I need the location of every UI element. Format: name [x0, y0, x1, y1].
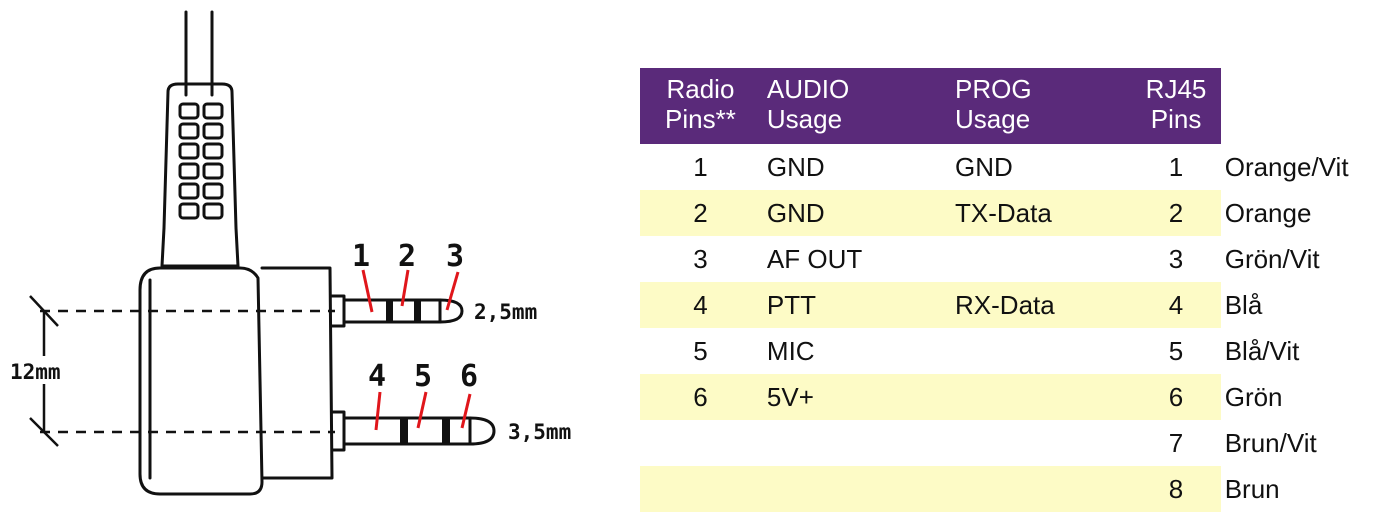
cable [184, 10, 214, 97]
cell-radio-pin: 1 [693, 152, 708, 182]
table-row: 1 GND GND 1 Orange/Vit [640, 144, 1384, 190]
cell-audio-usage [761, 420, 949, 466]
cell-wire-color: Blå [1224, 290, 1263, 320]
cell-rj45-pin: 3 [1168, 244, 1184, 274]
spacing-label: 12mm [10, 360, 61, 384]
cell-prog-usage [949, 236, 1131, 282]
table-row: 2 GND TX-Data 2 Orange [640, 190, 1384, 236]
cell-radio-pin: 6 [640, 374, 761, 420]
cell-audio-usage: GND [760, 190, 950, 236]
cell-rj45-pin: 2 [1131, 190, 1221, 236]
pin-number: 6 [460, 359, 478, 394]
table-row: 5 MIC 5 Blå/Vit [640, 328, 1384, 374]
cell-audio-usage: GND [766, 152, 825, 182]
cell-wire-color: Grön [1224, 382, 1283, 412]
connector-diagram: 1 2 3 4 5 6 12mm 2,5mm 3,5mm [6, 10, 571, 496]
cell-prog-usage: TX-Data [949, 190, 1132, 236]
cell-audio-usage: AF OUT [766, 244, 863, 274]
cell-radio-pin: 5 [693, 336, 708, 366]
pin-number: 4 [368, 359, 386, 394]
cell-prog-usage [949, 328, 1131, 374]
strain-relief [160, 82, 240, 268]
pin-pointers [361, 269, 472, 431]
cell-wire-color: Brun/Vit [1224, 428, 1317, 458]
cell-prog-usage: RX-Data [949, 282, 1132, 328]
cell-wire-color: Orange [1224, 198, 1312, 228]
table-row: 7 Brun/Vit [640, 420, 1384, 466]
cell-prog-usage [949, 466, 1132, 512]
table-row: 3 AF OUT 3 Grön/Vit [640, 236, 1384, 282]
cell-wire-color: Orange/Vit [1224, 152, 1349, 182]
cell-rj45-pin: 6 [1131, 374, 1221, 420]
cell-rj45-pin: 1 [1168, 152, 1184, 182]
plug-housing [260, 266, 334, 480]
cell-audio-usage [760, 466, 950, 512]
cell-wire-color: Blå/Vit [1224, 336, 1300, 366]
cell-prog-usage [949, 420, 1131, 466]
cell-wire-color: Brun [1224, 474, 1280, 504]
cell-radio-pin: 2 [640, 190, 761, 236]
table-row: 6 5V+ 6 Grön [640, 374, 1384, 420]
cell-radio-pin: 4 [640, 282, 761, 328]
cell-radio-pin: 3 [693, 244, 708, 274]
cell-audio-usage: 5V+ [760, 374, 950, 420]
centerlines [40, 309, 335, 434]
pin-number: 3 [446, 239, 464, 274]
cell-rj45-pin: 5 [1168, 336, 1184, 366]
connector-body [138, 266, 264, 496]
pin-number: 1 [352, 239, 370, 274]
cell-rj45-pin: 8 [1131, 466, 1221, 512]
bottom-plug-size-label: 3,5mm [508, 420, 571, 444]
cell-rj45-pin: 7 [1168, 428, 1184, 458]
cell-rj45-pin: 4 [1131, 282, 1221, 328]
cell-radio-pin [640, 420, 761, 466]
cell-wire-color: Grön/Vit [1224, 244, 1320, 274]
cell-prog-usage: GND [955, 152, 1013, 182]
top-plug-size-label: 2,5mm [474, 300, 537, 324]
table-row: 4 PTT RX-Data 4 Blå [640, 282, 1384, 328]
grip-pattern [178, 102, 224, 220]
table-row: 8 Brun [640, 466, 1384, 512]
pin-number: 2 [398, 239, 416, 274]
cell-audio-usage: MIC [766, 336, 815, 366]
cell-audio-usage: PTT [760, 282, 950, 328]
cell-prog-usage [949, 374, 1132, 420]
cell-radio-pin [640, 466, 761, 512]
pin-number: 5 [414, 359, 432, 394]
